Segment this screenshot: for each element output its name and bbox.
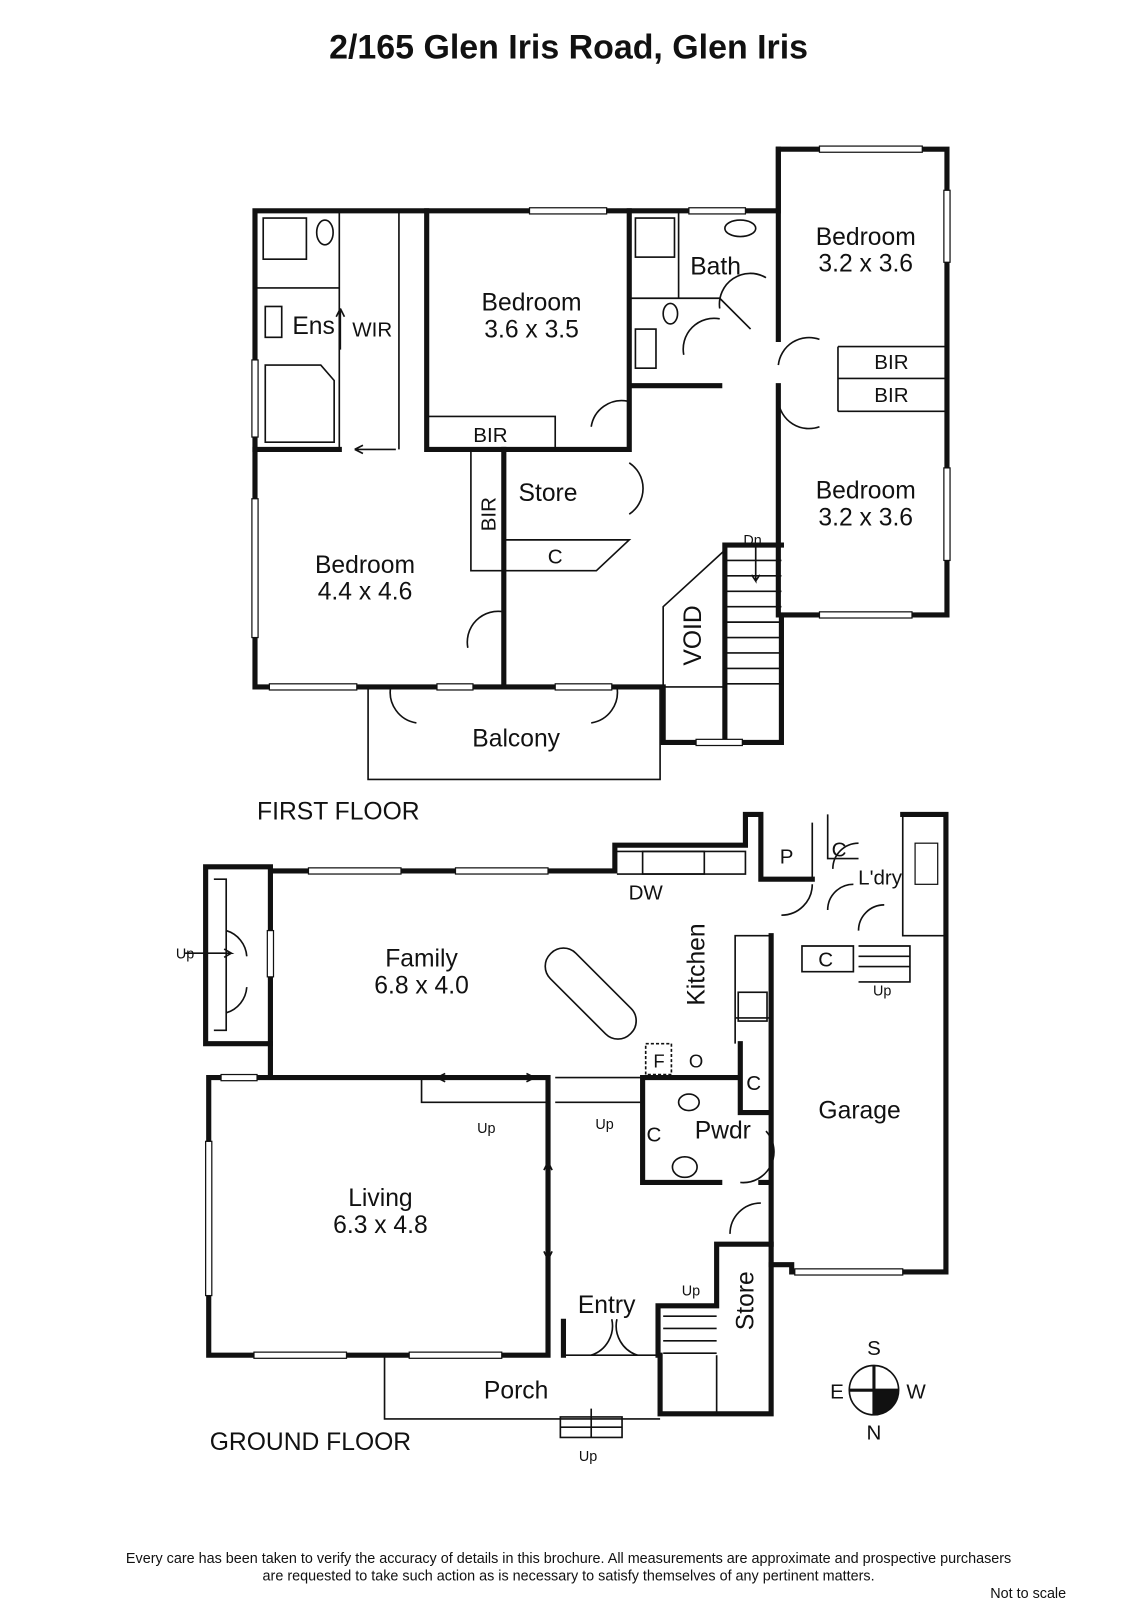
stair-label-up: Up bbox=[873, 983, 891, 999]
room-label-cupboard: C bbox=[746, 1072, 761, 1095]
room-label-bedroom-ne: Bedroom bbox=[816, 224, 916, 251]
room-label-bedroom-se: Bedroom bbox=[816, 478, 916, 505]
room-label-garage: Garage bbox=[818, 1098, 900, 1125]
room-label-laundry: L'dry bbox=[858, 866, 903, 889]
stair-label-dn: Dn bbox=[743, 533, 761, 549]
compass-w: W bbox=[906, 1380, 926, 1403]
room-label-void: VOID bbox=[680, 605, 707, 665]
room-size-family: 6.8 x 4.0 bbox=[374, 972, 469, 999]
room-label-pantry: P bbox=[780, 846, 794, 869]
room-label-entry: Entry bbox=[578, 1292, 636, 1319]
compass-e: E bbox=[830, 1380, 844, 1403]
room-label-store: Store bbox=[733, 1271, 760, 1330]
room-label-ensuite: Ens bbox=[292, 313, 335, 340]
room-size-bedroom-w: 4.4 x 4.6 bbox=[318, 579, 413, 606]
scale-note: Not to scale bbox=[990, 1586, 1066, 1600]
room-label-powder: Pwdr bbox=[695, 1117, 751, 1144]
stair-label-up: Up bbox=[176, 946, 194, 962]
label-dishwasher: DW bbox=[629, 882, 664, 905]
room-label-bath: Bath bbox=[690, 254, 741, 281]
ground-floor-label: GROUND FLOOR bbox=[210, 1429, 411, 1456]
room-size-living: 6.3 x 4.8 bbox=[333, 1212, 428, 1239]
stair-label-up: Up bbox=[595, 1117, 613, 1133]
room-label-bedroom-main: Bedroom bbox=[482, 290, 582, 317]
room-label-bir: BIR bbox=[478, 497, 501, 531]
stair-label-up: Up bbox=[477, 1121, 495, 1137]
compass-s: S bbox=[867, 1337, 881, 1360]
room-label-cupboard: C bbox=[647, 1123, 662, 1146]
first-floor-label: FIRST FLOOR bbox=[257, 799, 420, 826]
room-label-living: Living bbox=[348, 1185, 412, 1212]
room-label-family: Family bbox=[385, 946, 458, 973]
room-size-bedroom-se: 3.2 x 3.6 bbox=[818, 504, 913, 531]
room-label-bir: BIR bbox=[874, 384, 908, 407]
room-label-store: Store bbox=[519, 480, 578, 507]
label-oven: O bbox=[689, 1050, 703, 1071]
room-label-cupboard: C bbox=[818, 949, 833, 972]
first-floor-plan: Ens WIR Bedroom 3.6 x 3.5 Bath Bedroom 3… bbox=[251, 145, 951, 826]
label-fridge: F bbox=[653, 1050, 664, 1071]
room-label-bir: BIR bbox=[473, 424, 507, 447]
room-label-cupboard: C bbox=[548, 546, 563, 569]
stair-label-up: Up bbox=[579, 1449, 597, 1465]
disclaimer-line-1: Every care has been taken to verify the … bbox=[126, 1551, 1011, 1567]
room-label-kitchen: Kitchen bbox=[683, 923, 710, 1005]
ground-floor-plan: Family 6.8 x 4.0 DW Kitchen P C L'dry C … bbox=[176, 811, 949, 1465]
disclaimer-line-2: are requested to take such action as is … bbox=[263, 1568, 875, 1584]
room-label-cupboard: C bbox=[832, 839, 847, 862]
room-size-bedroom-main: 3.6 x 3.5 bbox=[484, 316, 579, 343]
property-title: 2/165 Glen Iris Road, Glen Iris bbox=[329, 29, 808, 67]
room-label-bir: BIR bbox=[874, 351, 908, 374]
room-size-bedroom-ne: 3.2 x 3.6 bbox=[818, 251, 913, 278]
compass-n: N bbox=[867, 1422, 882, 1445]
stair-label-up: Up bbox=[682, 1284, 700, 1300]
room-label-porch: Porch bbox=[484, 1377, 548, 1404]
room-label-balcony: Balcony bbox=[472, 726, 560, 753]
compass-icon: S N E W bbox=[830, 1337, 926, 1444]
room-label-bedroom-w: Bedroom bbox=[315, 552, 415, 579]
room-label-wir: WIR bbox=[352, 318, 392, 341]
